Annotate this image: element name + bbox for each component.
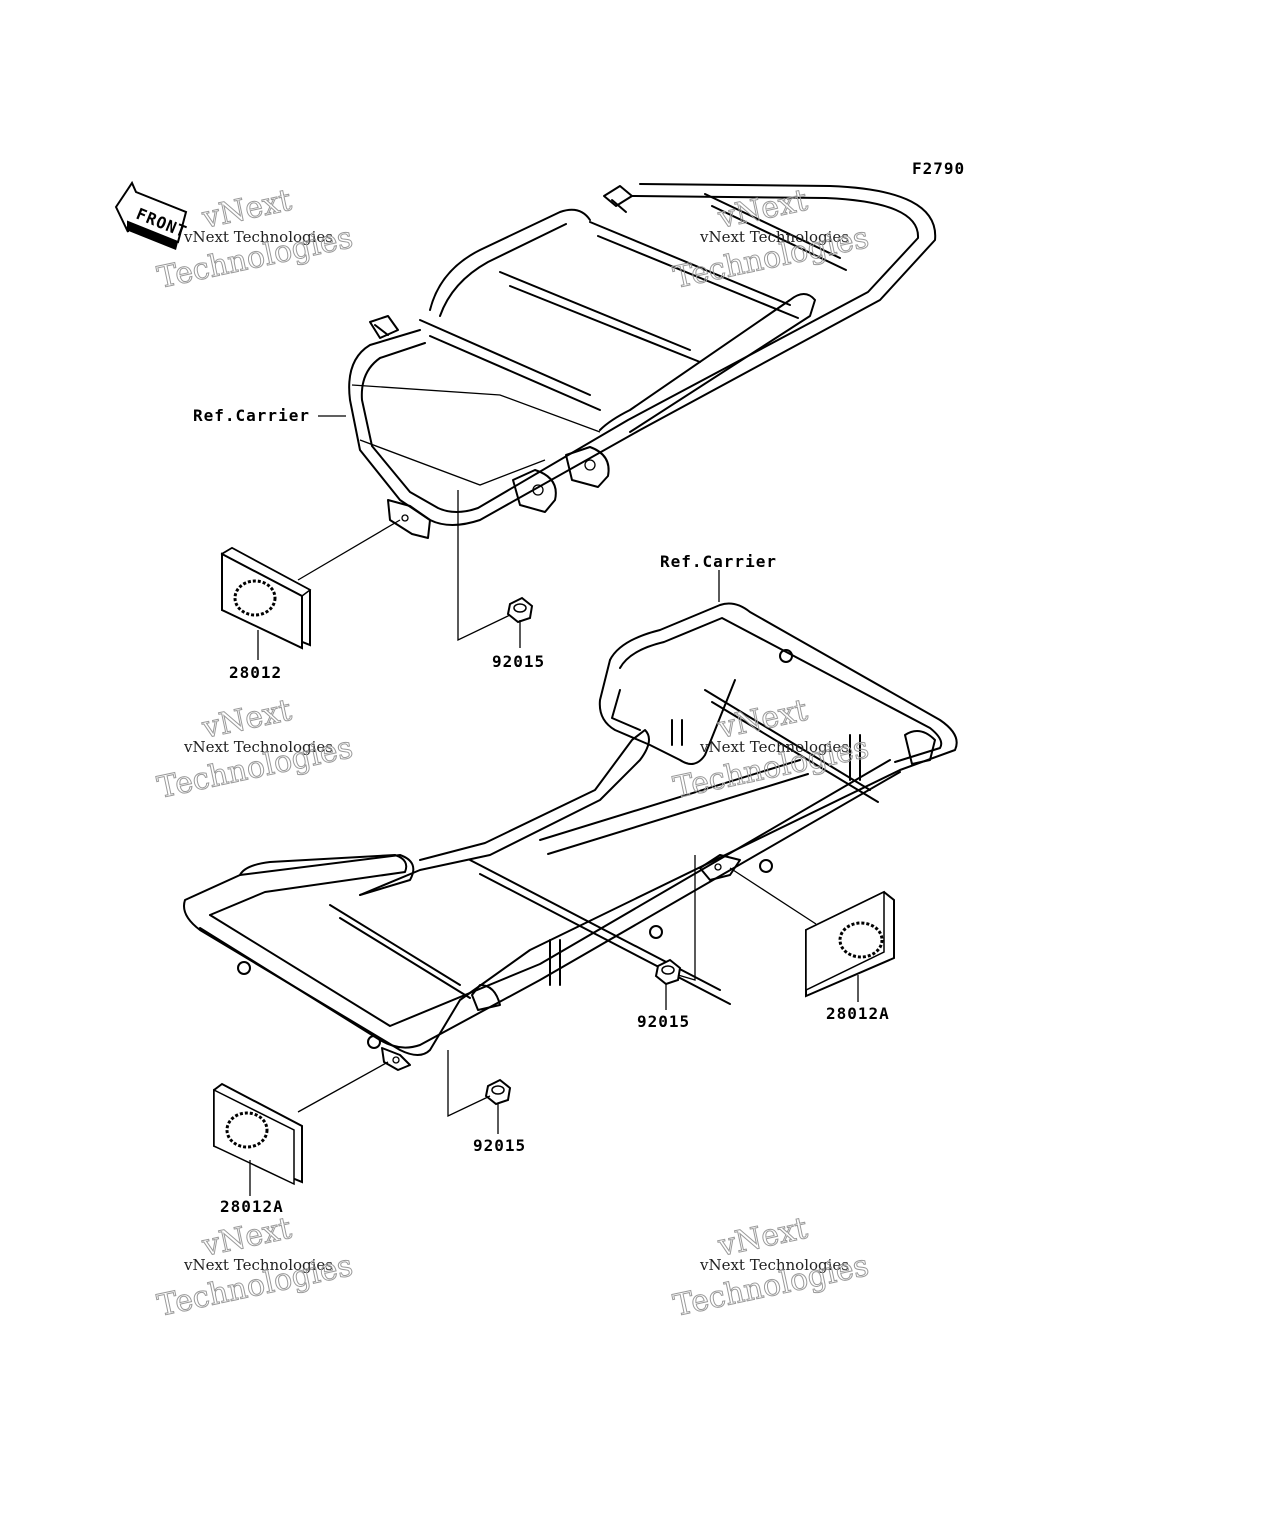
part-28012A-left-label: 28012A xyxy=(220,1197,284,1216)
front-arrow-icon: FRONT xyxy=(114,180,190,250)
reflector-28012 xyxy=(220,546,312,650)
watermark: vNext vNext Technologies Technologies xyxy=(670,692,872,806)
reflector-28012A-left xyxy=(213,1082,303,1186)
watermark-text: vNext Technologies xyxy=(183,738,333,756)
watermark-text: vNext Technologies xyxy=(699,738,849,756)
rear-carrier-drawing xyxy=(183,602,958,1071)
part-92015-lower-label: 92015 xyxy=(473,1136,526,1155)
part-28012-label: 28012 xyxy=(229,663,282,682)
watermark-text: vNext Technologies xyxy=(699,1256,849,1274)
leader-lines xyxy=(249,415,859,1196)
watermark: vNext vNext Technologies Technologies xyxy=(670,1210,872,1324)
ref-carrier-front-label: Ref.Carrier xyxy=(193,406,310,425)
front-carrier-drawing xyxy=(348,183,937,539)
watermark-text: vNext Technologies xyxy=(699,228,849,246)
figure-code: F2790 xyxy=(912,159,965,178)
part-28012A-right-label: 28012A xyxy=(826,1004,890,1023)
watermark: vNext vNext Technologies Technologies xyxy=(154,182,356,296)
part-92015-middle-label: 92015 xyxy=(637,1012,690,1031)
watermark-text: vNext Technologies xyxy=(183,228,333,246)
nut-92015-middle xyxy=(654,958,682,986)
ref-carrier-rear-label: Ref.Carrier xyxy=(660,552,777,571)
watermark: vNext vNext Technologies Technologies xyxy=(154,1210,356,1324)
reflector-28012A-right xyxy=(805,890,895,998)
watermark: vNext vNext Technologies Technologies xyxy=(154,692,356,806)
nut-92015-upper xyxy=(506,596,534,624)
watermark-text: vNext Technologies xyxy=(183,1256,333,1274)
nut-92015-lower xyxy=(484,1078,512,1106)
part-92015-upper-label: 92015 xyxy=(492,652,545,671)
